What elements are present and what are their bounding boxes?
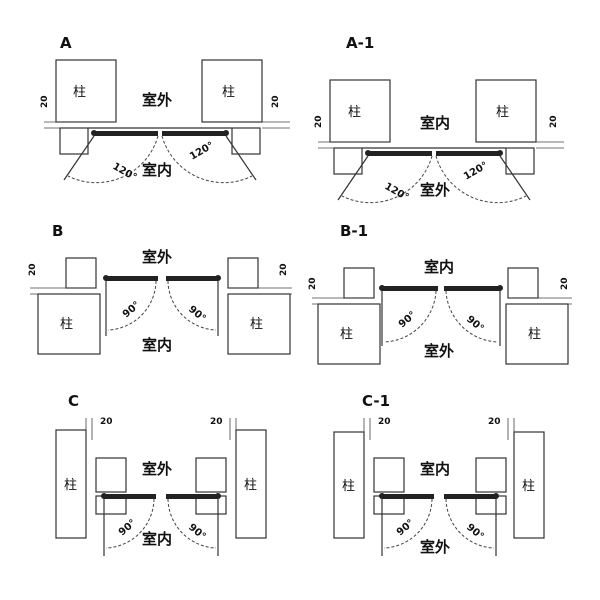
column-label: 柱 (496, 105, 509, 120)
column-label: 柱 (64, 478, 77, 493)
dimension-label: 20 (100, 417, 113, 427)
door-leaf (368, 151, 432, 156)
column-right (235, 429, 267, 539)
room-label-inside: 室内 (424, 258, 454, 276)
column-left (55, 429, 87, 539)
room-label-inside: 室内 (142, 530, 172, 548)
door-leaf (382, 494, 434, 499)
angle-label: 90° (397, 310, 419, 331)
panel-a: A 柱 柱 20 20 120° 120° 室外 室内 (40, 34, 290, 184)
dimension-label: 20 (271, 95, 281, 108)
column-label: 柱 (60, 317, 73, 332)
room-label-inside: 室内 (142, 161, 172, 179)
door-leaf (436, 151, 500, 156)
panel-a-1: A-1 柱 柱 20 20 120° 120° 室内 室外 (314, 34, 564, 204)
dimension-label: 20 (210, 417, 223, 427)
door-leaf (382, 286, 438, 291)
dimension-label: 20 (488, 417, 501, 427)
column-left (329, 79, 391, 143)
column-right (505, 303, 569, 365)
room-label-inside: 室内 (142, 336, 172, 354)
dimension-label: 20 (378, 417, 391, 427)
panel-title: B-1 (340, 222, 368, 240)
column-label: 柱 (222, 85, 235, 100)
room-label-outside: 室外 (420, 181, 450, 199)
panel-title: C (68, 392, 79, 410)
panel-title: B (52, 222, 63, 240)
dimension-label: 20 (40, 95, 50, 108)
room-label-outside: 室外 (420, 538, 450, 556)
dimension-label: 20 (314, 115, 324, 128)
room-label-outside: 室外 (142, 248, 172, 266)
panel-b-1: B-1 20 20 柱 柱 90° 90° 室内 室外 (308, 222, 572, 365)
door-leaf (444, 286, 500, 291)
room-label-outside: 室外 (424, 342, 454, 360)
dimension-label: 20 (308, 277, 318, 290)
angle-label: 120° (111, 161, 139, 183)
panel-b: B 20 20 柱 柱 90° 90° 室外 室内 (28, 222, 292, 355)
panel-title: A-1 (346, 34, 374, 52)
door-leaf (106, 276, 158, 281)
column-label: 柱 (340, 327, 353, 342)
dimension-label: 20 (28, 263, 38, 276)
column-left (317, 303, 381, 365)
column-label: 柱 (244, 478, 257, 493)
room-label-outside: 室外 (142, 460, 172, 478)
door-leaf (94, 131, 158, 136)
angle-label: 90° (395, 518, 417, 539)
door-leaf (444, 494, 496, 499)
column-right (201, 59, 263, 123)
room-label-inside: 室内 (420, 114, 450, 132)
column-left (55, 59, 117, 123)
dimension-label: 20 (549, 115, 559, 128)
column-label: 柱 (522, 479, 535, 494)
room-label-inside: 室内 (420, 460, 450, 478)
column-right (475, 79, 537, 143)
column-label: 柱 (348, 105, 361, 120)
dimension-label: 20 (560, 277, 570, 290)
room-label-outside: 室外 (142, 91, 172, 109)
column-label: 柱 (528, 327, 541, 342)
column-right (227, 293, 291, 355)
column-label: 柱 (250, 317, 263, 332)
door-leaf (104, 494, 156, 499)
door-leaf (166, 276, 218, 281)
door-leaf (162, 131, 226, 136)
panel-title: A (60, 34, 72, 52)
column-label: 柱 (342, 479, 355, 494)
panel-title: C-1 (362, 392, 390, 410)
panel-c: C 20 20 柱 柱 90° 90° 室外 室内 (55, 392, 267, 556)
panel-c-1: C-1 20 20 柱 柱 90° 90° 室内 室外 (333, 392, 545, 556)
angle-label: 120° (462, 160, 490, 182)
column-left (37, 293, 101, 355)
column-right (513, 431, 545, 539)
column-label: 柱 (73, 85, 86, 100)
dimension-label: 20 (279, 263, 289, 276)
column-left (333, 431, 365, 539)
angle-label: 90° (117, 518, 139, 539)
door-leaf (166, 494, 218, 499)
angle-label: 120° (188, 140, 216, 162)
